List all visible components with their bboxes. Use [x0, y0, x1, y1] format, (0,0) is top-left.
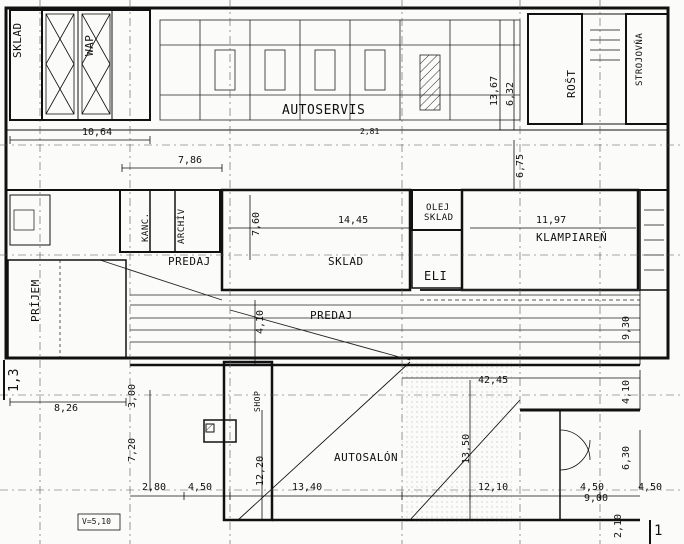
section-marks — [3, 360, 651, 544]
dim-9-30: 9,30 — [621, 315, 632, 340]
section-mark-1: 1 — [654, 523, 663, 539]
dim-10-64: 10,64 — [82, 127, 113, 138]
dim-13-50: 13,50 — [461, 433, 472, 464]
dim-6-32: 6,32 — [505, 81, 516, 106]
room-label-olej: OLEJ — [426, 203, 450, 213]
room-label-eli: ELI — [424, 269, 448, 283]
room-label-sklad-center: SKLAD — [328, 255, 364, 268]
room-label-predaj-left: PREDAJ — [168, 255, 211, 268]
dim-9-00: 9,00 — [584, 493, 609, 504]
room-label-rost: ROŠT — [565, 69, 578, 99]
room-label-archiv: ARCHÍV — [177, 208, 187, 244]
dim-13-67: 13,67 — [489, 75, 500, 106]
dim-4-50-c: 4,50 — [638, 482, 663, 493]
dim-12-10: 12,10 — [478, 482, 509, 493]
room-label-prijem: PRÍJEM — [29, 279, 42, 322]
room-label-olej-sklad: SKLAD — [424, 213, 454, 223]
right-rooms — [527, 13, 669, 125]
reception-walls — [7, 259, 127, 359]
dim-4-10: 4,10 — [255, 309, 266, 334]
wap-block — [9, 9, 151, 121]
autoservis-bays — [159, 19, 521, 121]
showroom-walls — [130, 360, 640, 522]
dim-11-97: 11,97 — [536, 215, 567, 226]
dimension-lines — [9, 20, 641, 520]
dim-4-50-b: 4,50 — [580, 482, 605, 493]
dim-13-40: 13,40 — [292, 482, 323, 493]
dim-281: 2,81 — [360, 127, 380, 136]
room-label-shop: SHOP — [253, 390, 262, 412]
dim-7-20: 7,20 — [127, 437, 138, 462]
room-label-autoservis: AUTOSERVIS — [282, 103, 366, 118]
room-label-autosalon: AUTOSALÓN — [334, 451, 399, 464]
dim-4-50-a: 4,50 — [188, 482, 213, 493]
outer-walls — [4, 6, 670, 360]
room-label-wap: WAP — [83, 34, 96, 56]
middle-row-walls — [6, 188, 669, 292]
room-label-sklad-top: SKLAD — [11, 22, 24, 58]
room-label-kanc: KANC. — [141, 212, 151, 242]
dim-2-80: 2,80 — [142, 482, 167, 493]
room-label-klampiaren: KLAMPIAREŇ — [536, 231, 608, 244]
dim-6-30: 6,30 — [621, 445, 632, 470]
sales-shelving — [99, 259, 640, 361]
dim-12-20: 12,20 — [255, 455, 266, 486]
dim-14-45: 14,45 — [338, 215, 369, 226]
dim-7-60: 7,60 — [251, 211, 262, 236]
section-mark-1-3: 1,3 — [7, 368, 22, 392]
dim-2-10: 2,10 — [613, 513, 624, 538]
dim-7-86: 7,86 — [178, 155, 203, 166]
level-note: V=5,10 — [82, 517, 111, 526]
room-label-strojovna: STROJOVŇA — [635, 32, 645, 86]
dim-4-10-b: 4,10 — [621, 379, 632, 404]
dim-3-00: 3,00 — [127, 383, 138, 408]
dim-6-75: 6,75 — [515, 153, 526, 178]
dim-8-26: 8,26 — [54, 403, 79, 414]
room-label-predaj-center: PREDAJ — [310, 309, 353, 322]
dim-42-45: 42,45 — [478, 375, 509, 386]
